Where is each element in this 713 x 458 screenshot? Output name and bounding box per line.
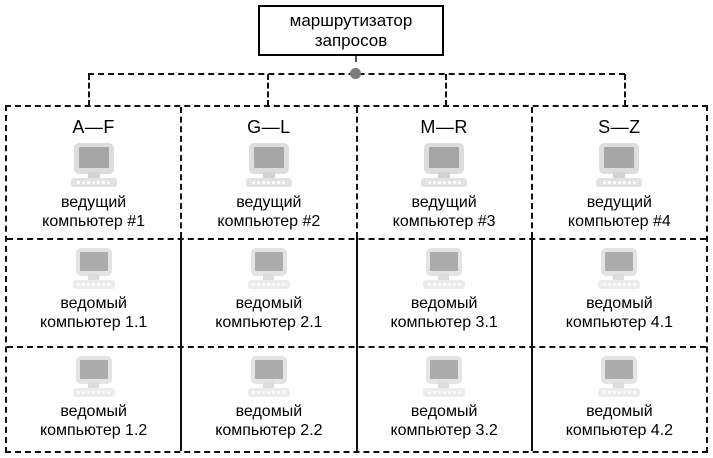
slave-row-2: ведомый компьютер 1.2 ведомый компьютер …	[7, 346, 706, 451]
router-box: маршрутизатор запросов	[258, 5, 444, 56]
computer-monitor-icon	[421, 143, 468, 187]
range-label-2: G—L	[247, 117, 291, 137]
computer-monitor-icon	[70, 143, 117, 187]
computer-monitor-icon	[245, 143, 292, 187]
computer-monitor-icon	[423, 356, 466, 397]
router-label: маршрутизатор запросов	[289, 10, 413, 50]
slave-row-1: ведомый компьютер 1.1 ведомый компьютер …	[7, 238, 706, 346]
cluster-cell-slave-2-1: ведомый компьютер 2.1	[180, 238, 355, 346]
cluster-cell-slave-2-2: ведомый компьютер 2.2	[180, 346, 355, 451]
bus-drop-line-1	[88, 74, 90, 106]
range-label-1: A—F	[72, 117, 115, 137]
computer-monitor-icon	[598, 248, 641, 289]
node-caption: ведомый компьютер 4.1	[565, 295, 674, 331]
node-caption: ведомый компьютер 2.2	[215, 403, 323, 439]
computer-monitor-icon	[596, 143, 643, 187]
computer-monitor-icon	[247, 356, 290, 397]
cluster-cell-master-3: M—R ведущий компьютер #3	[355, 107, 531, 238]
node-caption: ведущий компьютер #4	[567, 194, 671, 230]
cluster-cell-master-1: A—F ведущий компьютер #1	[7, 107, 180, 238]
cluster-grid: A—F ведущий компьютер #1 G—L ведущий ком…	[5, 105, 708, 453]
cluster-cell-master-2: G—L ведущий компьютер #2	[180, 107, 355, 238]
bus-drop-line-4	[624, 74, 626, 106]
cluster-cell-slave-3-2: ведомый компьютер 3.2	[355, 346, 531, 451]
node-caption: ведущий компьютер #2	[217, 194, 321, 230]
cluster-cell-slave-3-1: ведомый компьютер 3.1	[355, 238, 531, 346]
bus-drop-line-2	[267, 74, 269, 106]
node-caption: ведомый компьютер 1.2	[39, 403, 148, 439]
cluster-cell-slave-4-2: ведомый компьютер 4.2	[530, 346, 706, 451]
node-caption: ведущий компьютер #1	[42, 194, 146, 230]
cluster-cell-master-4: S—Z ведущий компьютер #4	[530, 107, 706, 238]
computer-monitor-icon	[72, 356, 115, 397]
computer-monitor-icon	[247, 248, 290, 289]
computer-monitor-icon	[598, 356, 641, 397]
bus-drop-line-3	[445, 74, 447, 106]
node-caption: ведомый компьютер 2.1	[215, 295, 323, 331]
cluster-cell-slave-4-1: ведомый компьютер 4.1	[530, 238, 706, 346]
router-stem-line	[355, 56, 357, 74]
cluster-cell-slave-1-2: ведомый компьютер 1.2	[7, 346, 180, 451]
computer-monitor-icon	[72, 248, 115, 289]
range-label-3: M—R	[420, 117, 468, 137]
node-caption: ведомый компьютер 4.2	[565, 403, 674, 439]
node-caption: ведущий компьютер #3	[392, 194, 496, 230]
range-label-4: S—Z	[598, 117, 641, 137]
cluster-cell-slave-1-1: ведомый компьютер 1.1	[7, 238, 180, 346]
bus-junction-node-icon	[350, 68, 361, 79]
node-caption: ведомый компьютер 1.1	[39, 295, 148, 331]
node-caption: ведомый компьютер 3.2	[390, 403, 498, 439]
computer-monitor-icon	[423, 248, 466, 289]
node-caption: ведомый компьютер 3.1	[390, 295, 498, 331]
master-row: A—F ведущий компьютер #1 G—L ведущий ком…	[7, 107, 706, 238]
